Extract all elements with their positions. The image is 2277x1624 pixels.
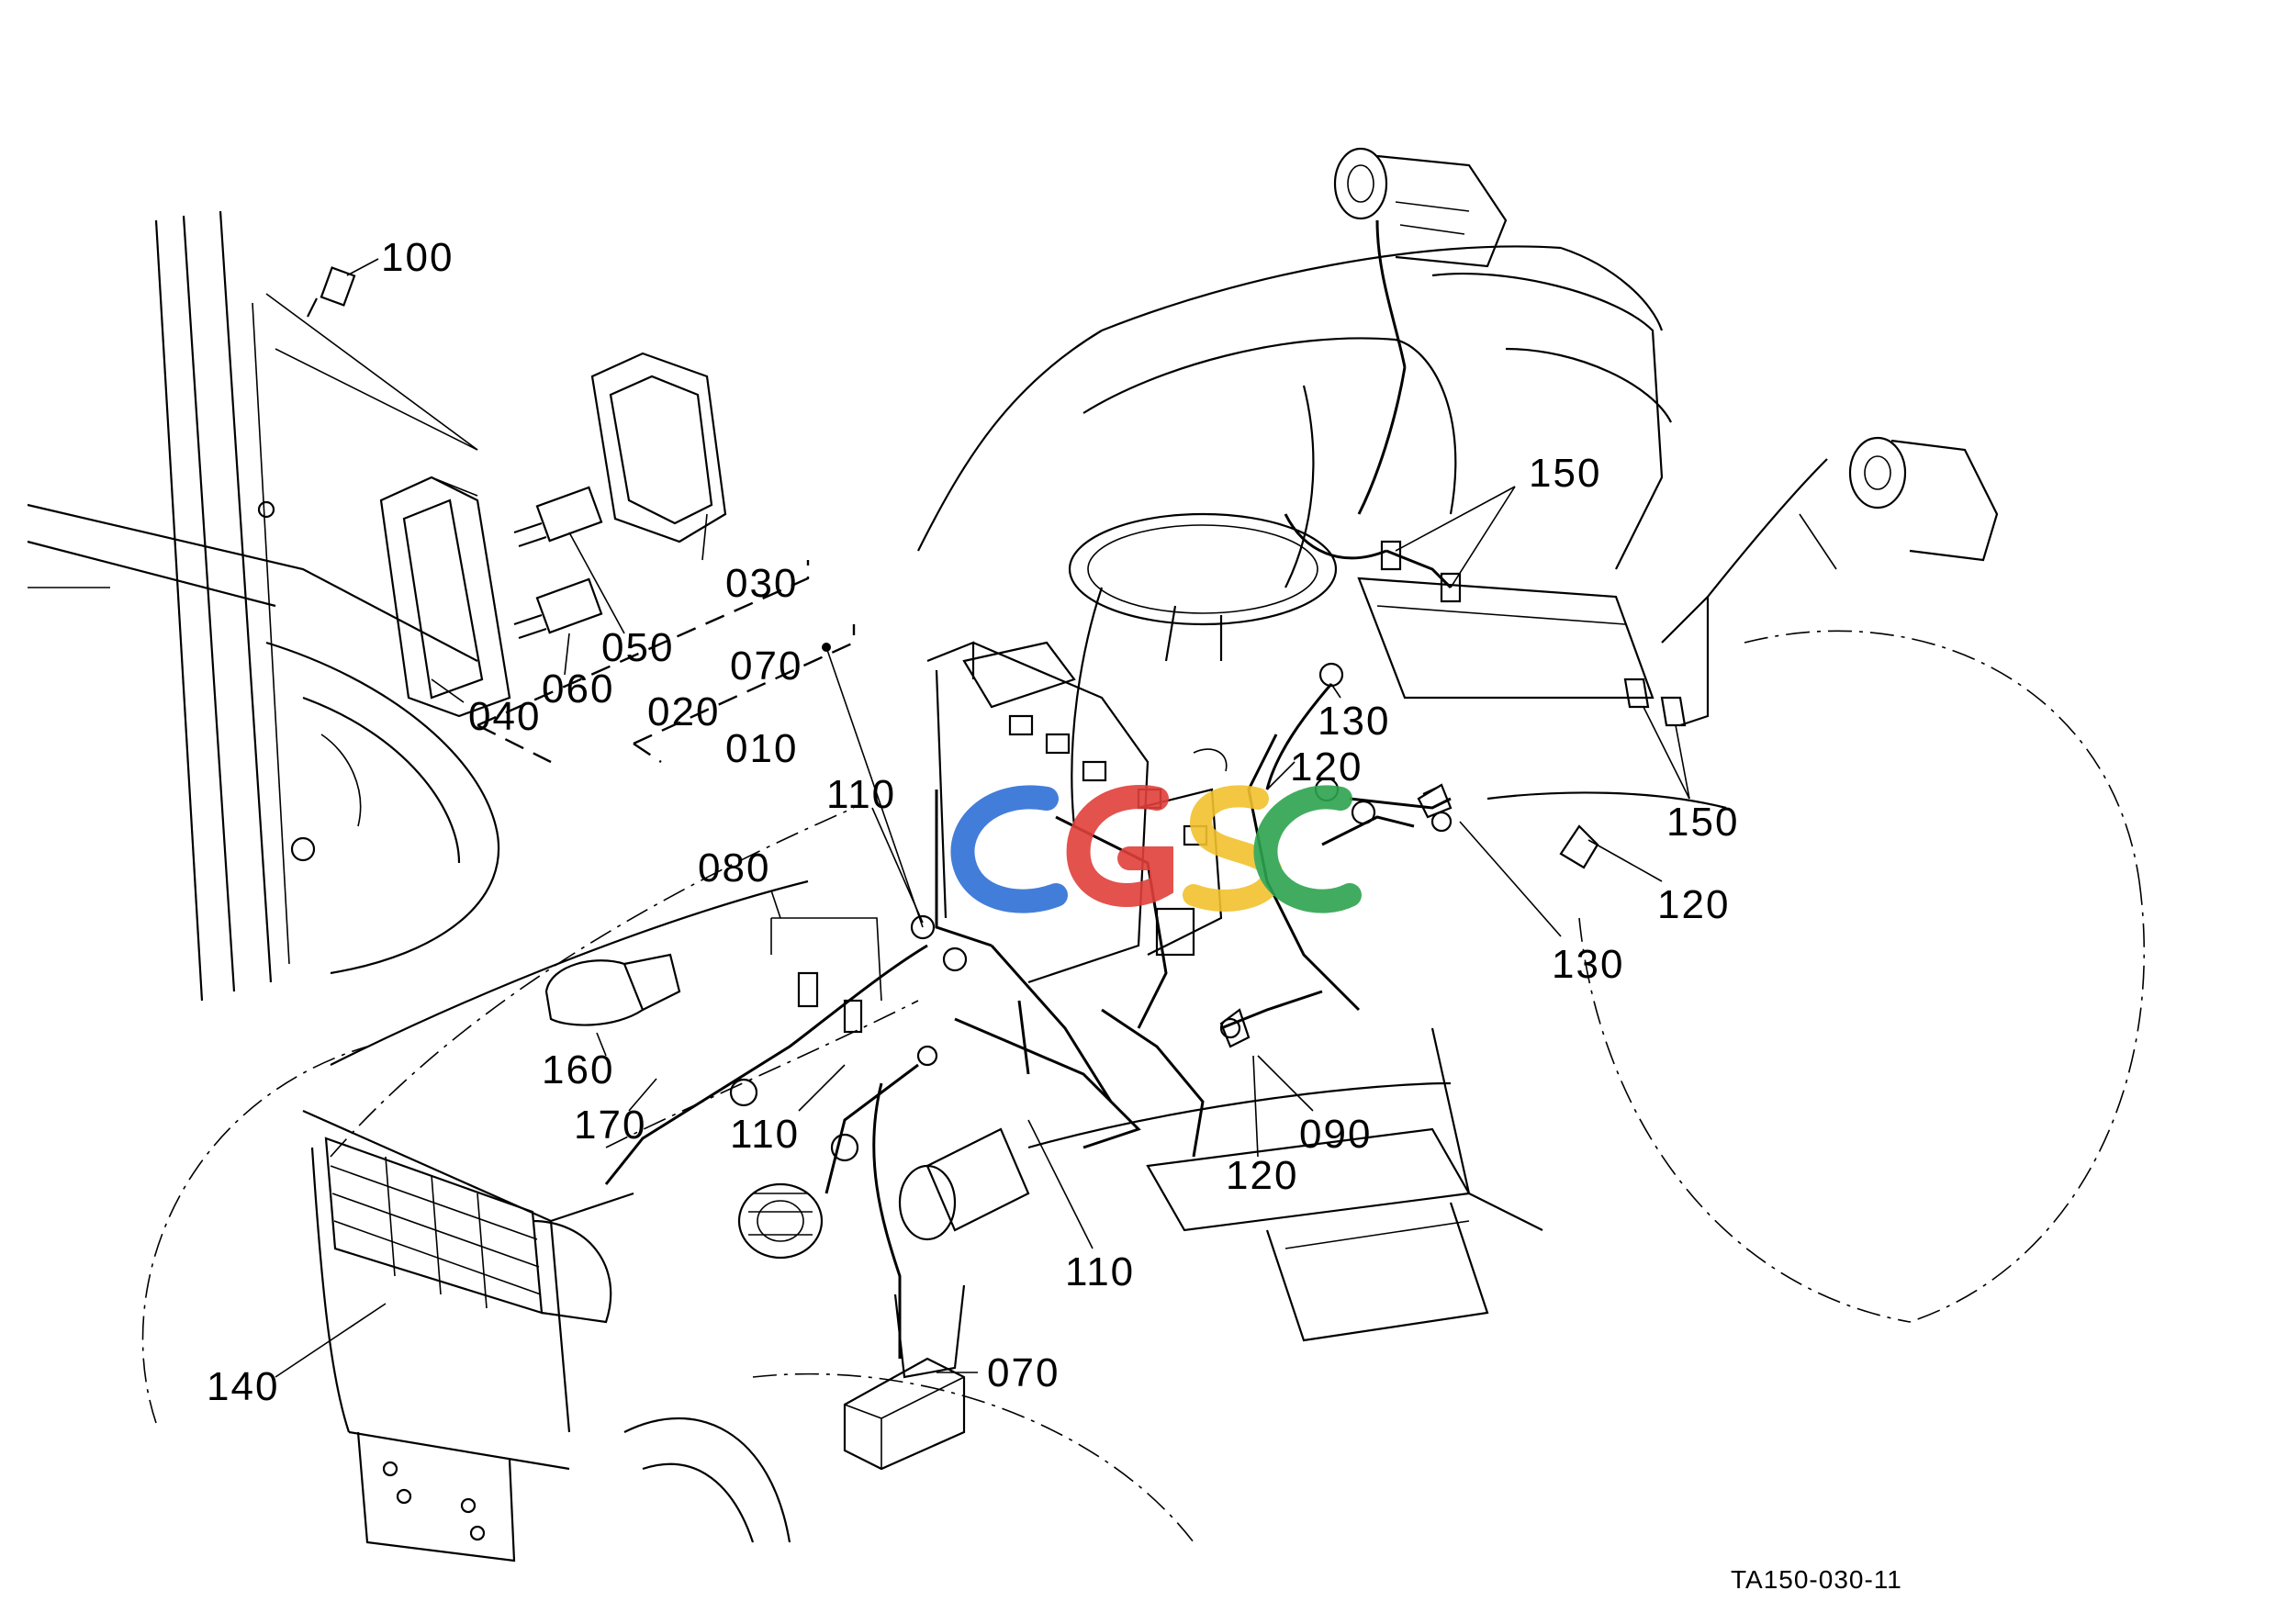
rear-work-lamp-right (1661, 436, 1999, 727)
callout-050: 050 (601, 625, 674, 670)
callout-130-seat: 130 (1318, 699, 1390, 744)
cover-030 (590, 352, 727, 543)
cgsc-watermark: CGSC (950, 785, 1362, 919)
kit-outline (477, 560, 856, 764)
callout-080: 080 (698, 846, 770, 890)
callout-010: 010 (725, 726, 798, 771)
cover-040 (379, 476, 511, 718)
callout-040: 040 (468, 694, 541, 739)
callout-070-kit: 070 (730, 644, 802, 689)
callout-130-rear: 130 (1552, 942, 1624, 987)
fuse-holder-050 (513, 486, 603, 548)
callout-090: 090 (1299, 1112, 1372, 1157)
callout-120-dash: 120 (1290, 745, 1363, 790)
watermark-text: CGSC (1157, 917, 1160, 919)
step-platform (1027, 1081, 1489, 1342)
seat-harness (1219, 513, 1687, 1048)
drawing-code: TA150-030-11 (1731, 1565, 1902, 1594)
seat-and-rops (917, 245, 1672, 700)
leader-lines (275, 258, 1690, 1378)
callout-120-rear: 120 (1657, 882, 1730, 927)
tractor-hood (141, 807, 1195, 1562)
callout-060: 060 (542, 666, 614, 711)
callouts: 100 030 050 040 060 070 020 010 150 130 … (207, 235, 1739, 1409)
callout-150-rear: 150 (1666, 800, 1739, 845)
callout-160: 160 (542, 1047, 614, 1092)
bolt-100 (275, 266, 478, 451)
callout-100: 100 (381, 235, 454, 280)
callout-020: 020 (647, 689, 720, 734)
rear-work-lamp-left (1333, 147, 1508, 515)
fuse-holder-060 (513, 577, 603, 640)
engine-harness (544, 641, 1415, 1471)
dashboard (926, 512, 1338, 984)
callout-150-seat: 150 (1529, 451, 1601, 496)
callout-140: 140 (207, 1364, 279, 1409)
callout-170: 170 (574, 1103, 646, 1148)
rear-wheel (1430, 630, 2146, 1323)
callout-070-relay: 070 (987, 1350, 1060, 1395)
cab-pillar (27, 210, 500, 1002)
callout-030: 030 (725, 561, 798, 606)
callout-110-dash: 110 (826, 772, 896, 817)
callout-110-lower: 110 (1065, 1249, 1135, 1294)
callout-110-engine: 110 (730, 1112, 800, 1157)
callout-120-floor: 120 (1226, 1153, 1298, 1198)
